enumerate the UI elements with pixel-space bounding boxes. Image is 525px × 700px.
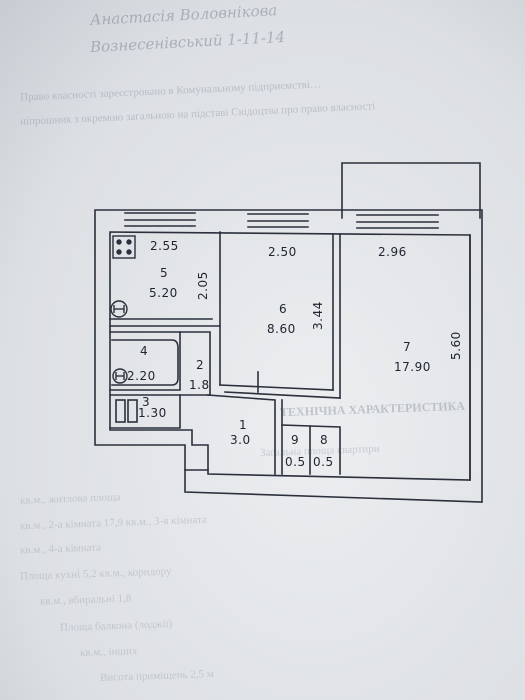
room-9-number: 9 <box>291 433 300 447</box>
hall-wall <box>207 394 276 475</box>
dim-room7-depth: 5.60 <box>449 331 463 360</box>
dim-room7-width: 2.96 <box>378 245 407 259</box>
dim-room6-depth: 3.44 <box>311 301 325 330</box>
room-9-area: 0.5 <box>285 455 306 469</box>
room-3-area: 1.30 <box>138 406 167 420</box>
stove-icon <box>112 235 136 259</box>
dim-kitchen-depth: 2.05 <box>196 271 210 300</box>
room-4-area: 2.20 <box>127 369 156 383</box>
dim-room6-width: 2.50 <box>268 245 297 259</box>
room6-bottom-wall <box>219 384 334 391</box>
outer-wall-outer <box>94 209 483 503</box>
room-2-number: 2 <box>196 358 205 372</box>
window-room7 <box>356 214 439 229</box>
room-3-number: 3 <box>142 395 151 409</box>
corridor-walls <box>179 331 211 396</box>
room-7-number: 7 <box>403 340 412 354</box>
room-5-number: 5 <box>160 266 169 280</box>
room-6-area: 8.60 <box>267 322 296 336</box>
room-1-area: 3.0 <box>230 433 251 447</box>
room-8-number: 8 <box>320 433 329 447</box>
sink-icon <box>110 300 128 318</box>
closet-8 <box>309 425 341 475</box>
dim-kitchen-width: 2.55 <box>150 239 179 253</box>
window-room6 <box>247 213 309 228</box>
room-4-number: 4 <box>140 344 149 358</box>
washbasin-icon <box>112 368 128 384</box>
room-1-number: 1 <box>239 418 248 432</box>
room-2-area: 1.8 <box>189 378 210 392</box>
room-6-number: 6 <box>279 302 288 316</box>
room-7-area: 17.90 <box>394 360 431 374</box>
balcony-outline <box>341 162 481 219</box>
room-8-area: 0.5 <box>313 455 334 469</box>
bathroom-walls <box>109 331 181 391</box>
toilet-walls <box>109 394 181 429</box>
room-5-area: 5.20 <box>149 286 178 300</box>
window-kitchen <box>124 212 196 227</box>
